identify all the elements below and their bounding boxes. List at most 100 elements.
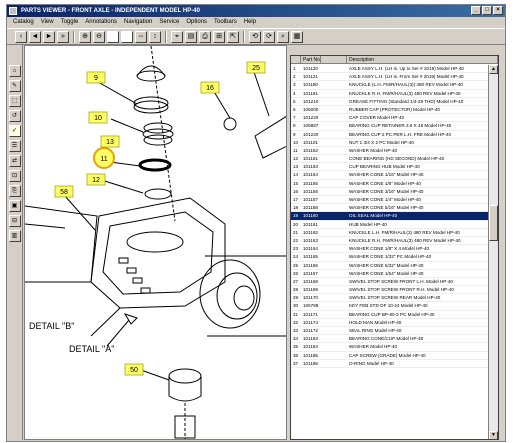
toolbar-button-0-icon[interactable]: ‹ (15, 30, 27, 43)
toolbar-button-16-icon[interactable]: ⟳ (263, 30, 275, 43)
toolbar-button-18-icon[interactable]: ▦ (291, 30, 303, 43)
toolbar-button-17-icon[interactable]: ⌕ (277, 30, 289, 43)
toolbar-button-1-icon[interactable]: ◄ (29, 30, 41, 43)
left-tool-1-icon[interactable]: ✎ (8, 80, 21, 92)
left-tool-2-icon[interactable]: ⬚ (8, 95, 21, 107)
left-tool-5-icon[interactable]: ☰ (8, 140, 21, 152)
left-tool-10-icon[interactable]: ⊟ (8, 215, 21, 227)
menu-item-toolbars[interactable]: Toolbars (214, 19, 237, 25)
toolbar-button-15-icon[interactable]: ⟲ (249, 30, 261, 43)
menu-item-options[interactable]: Options (186, 19, 208, 25)
callout-10[interactable]: 10 (88, 111, 108, 124)
toolbar-button-10-icon[interactable]: ⌖ (171, 30, 183, 43)
column-header-part-no[interactable]: Part No (303, 56, 321, 63)
drawing-canvas[interactable]: 9 10 11 12 16 (24, 45, 287, 440)
toolbar-button-12-icon[interactable]: ⎙ (199, 30, 211, 43)
toolbar-button-6-icon[interactable] (107, 30, 119, 43)
callout-25[interactable]: 25 (246, 61, 266, 74)
scroll-down-arrow-icon[interactable]: ▼ (489, 431, 498, 439)
left-tool-6-icon[interactable]: ⇄ (8, 155, 21, 167)
maximize-button[interactable]: □ (482, 6, 492, 15)
menu-item-help[interactable]: Help (243, 19, 257, 25)
callout-16[interactable]: 16 (200, 81, 220, 94)
close-button[interactable]: × (493, 6, 503, 15)
parts-list-scrollbar[interactable]: ▲ ▼ (488, 65, 498, 439)
minimize-button[interactable]: _ (471, 6, 481, 15)
left-tool-7-icon[interactable]: ⊡ (8, 170, 21, 182)
callout-13[interactable]: 13 (100, 135, 120, 148)
toolbar-button-8-icon[interactable]: ⇔ (135, 30, 147, 43)
toolbar-button-13-icon[interactable]: ⊞ (213, 30, 225, 43)
title-bar[interactable]: PARTS VIEWER - FRONT AXLE - INDEPENDENT … (7, 5, 505, 17)
callout-12[interactable]: 12 (86, 173, 106, 186)
toolbar-button-7-icon[interactable] (121, 30, 133, 43)
toolbar-button-5-icon[interactable]: ⊖ (93, 30, 105, 43)
toolbar-button-14-icon[interactable]: ⇱ (227, 30, 239, 43)
scroll-up-arrow-icon[interactable]: ▲ (489, 65, 498, 74)
left-tool-3-icon[interactable]: ↺ (8, 110, 21, 122)
menu-item-catalog[interactable]: Catalog (13, 19, 34, 25)
column-header-description[interactable]: Description (347, 56, 498, 63)
callout-58[interactable]: 58 (54, 185, 74, 198)
toolbar-button-3-icon[interactable]: » (57, 30, 69, 43)
menu-item-view[interactable]: View (40, 19, 54, 25)
menu-item-annotations[interactable]: Annotations (85, 19, 117, 25)
callout-50[interactable]: 50 (124, 363, 144, 376)
left-tool-9-icon[interactable]: ▣ (8, 200, 21, 212)
toolbar-button-9-icon[interactable]: ↕ (149, 30, 161, 43)
column-header-blank[interactable] (321, 56, 347, 63)
left-tool-0-icon[interactable]: ⌂ (8, 65, 21, 77)
column-header-index[interactable] (291, 56, 301, 63)
menu-item-toggle[interactable]: Toggle (60, 19, 79, 25)
left-tool-4-icon[interactable]: ✓ (8, 125, 21, 137)
callout-11[interactable]: 11 (93, 147, 115, 169)
callout-9[interactable]: 9 (86, 71, 106, 84)
toolbar-button-4-icon[interactable]: ⊕ (79, 30, 91, 43)
toolbar-button-11-icon[interactable]: ▤ (185, 30, 197, 43)
menu-item-navigation[interactable]: Navigation (123, 19, 153, 25)
left-tool-8-icon[interactable]: ⎘ (8, 185, 21, 197)
toolbar-button-2-icon[interactable]: ► (43, 30, 55, 43)
scroll-thumb[interactable] (489, 205, 498, 241)
left-tool-11-icon[interactable]: ▥ (8, 230, 21, 242)
menu-item-service[interactable]: Service (159, 19, 180, 25)
